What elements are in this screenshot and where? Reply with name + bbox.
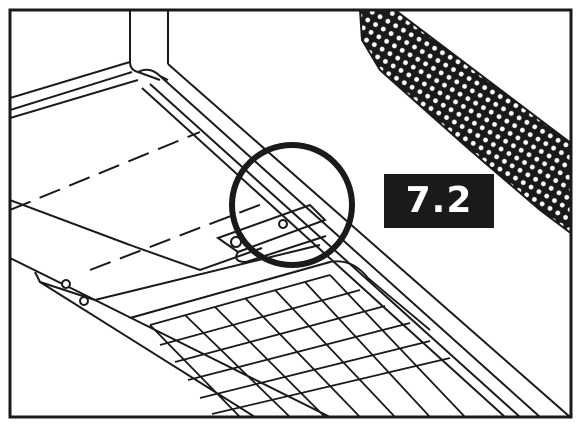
- screw-holes: [61, 279, 89, 306]
- corner-post: [10, 10, 169, 119]
- grid-tray: [129, 260, 466, 417]
- side-rails: [141, 63, 571, 417]
- drawing-content: [10, 10, 571, 417]
- mounting-bracket: [215, 203, 327, 264]
- step-label: 7.2: [384, 174, 494, 228]
- mesh-filter: [358, 10, 571, 235]
- frame-border: [8, 8, 573, 419]
- fold-lines: [10, 131, 263, 271]
- tray-panel: [10, 199, 331, 417]
- callout-circle: [229, 142, 355, 268]
